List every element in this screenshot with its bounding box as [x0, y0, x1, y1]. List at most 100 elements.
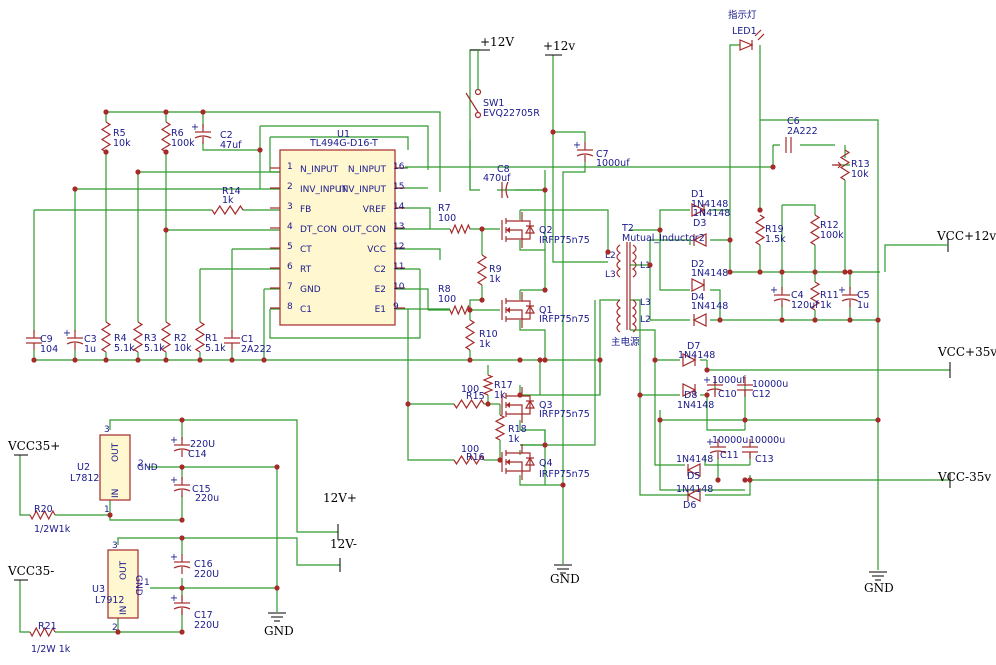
junction-dot — [179, 535, 185, 541]
junction-dot — [163, 109, 169, 115]
junction-dot — [261, 357, 267, 363]
r14-value: 1k — [222, 195, 234, 206]
junction-dot — [597, 357, 603, 363]
junction-dot — [31, 357, 37, 363]
u1-pin-name: N_INPUT — [300, 165, 339, 175]
resistor-r4: R45.1k — [100, 321, 135, 354]
led1: LED1 指示灯 — [728, 9, 765, 51]
c3-ref: C3 — [84, 334, 97, 345]
plus-icon: + — [573, 140, 581, 151]
t2-ref: T2 — [621, 223, 634, 234]
junction-dot — [647, 262, 653, 268]
junction-dot — [812, 317, 818, 323]
u1-pin-num: 5 — [287, 242, 293, 252]
led1-label: 指示灯 — [728, 9, 757, 21]
u1-pin-num: 13 — [393, 222, 404, 232]
u1-pin-name: C1 — [300, 305, 312, 315]
junction-dot — [479, 297, 485, 303]
junction-dot — [179, 517, 185, 523]
junction-dot — [103, 357, 109, 363]
junction-dot — [875, 417, 881, 423]
junction-dot — [779, 269, 785, 275]
junction-dot — [179, 417, 185, 423]
u2-value: L7812 — [70, 473, 99, 484]
u1-pin-num: 10 — [393, 282, 405, 292]
r7-ref: R7 — [438, 203, 451, 214]
wires — [19, 44, 950, 633]
c1-ref: C1 — [241, 334, 254, 345]
junction-dot — [163, 357, 169, 363]
junction-dot — [605, 249, 611, 255]
u1-pin-num: 11 — [393, 262, 404, 272]
c15-ref: C15 — [192, 484, 211, 495]
junction-dot — [542, 287, 548, 293]
regulator-u3: OUT IN GND 3 2 1 U3 L7912 — [92, 541, 150, 633]
d2-ref: D2 — [691, 259, 704, 270]
junction-dot — [542, 442, 548, 448]
d3-ref: D3 — [693, 218, 706, 229]
u1-pin-name: VREF — [363, 205, 386, 215]
q2-value: IRFP75n75 — [539, 235, 590, 246]
junction-dot — [517, 357, 523, 363]
r3-value: 5.1k — [144, 343, 165, 354]
junction-dot — [467, 307, 473, 313]
junction-dot — [179, 629, 185, 635]
c12-value: 10000u — [752, 379, 788, 390]
r5-value: 10k — [113, 138, 131, 149]
pwr-vcc35p-in: VCC35+ — [7, 439, 60, 453]
plus-icon: + — [703, 375, 711, 386]
r14-ref: R14 — [222, 186, 241, 197]
u1-pin-name: FB — [300, 205, 311, 215]
u2-pin1: 1 — [104, 505, 110, 515]
u1-pin-name: C2 — [374, 265, 386, 275]
t2-pin-l1: L1 — [640, 261, 651, 271]
u1-pin-num: 15 — [393, 182, 404, 192]
r8-value: 100 — [438, 294, 456, 305]
c13-value: 10000u — [749, 435, 785, 446]
r16-ref: R16 — [466, 452, 485, 463]
c2-ref: C2 — [220, 130, 233, 141]
junction-dot — [479, 226, 485, 232]
junction-dot — [537, 357, 543, 363]
q1-ref: Q1 — [539, 305, 553, 316]
c15-value: 220u — [195, 493, 219, 504]
u3-pin-gnd: GND — [133, 575, 143, 596]
u2-ref: U2 — [77, 462, 90, 473]
t2-pin-l3b: L3 — [640, 298, 651, 308]
pwr-vccm35: VCC-35v — [937, 470, 991, 484]
junction-dot — [135, 357, 141, 363]
junction-dot — [405, 401, 411, 407]
d5-ref: D5 — [687, 471, 700, 482]
q4-ref: Q4 — [539, 458, 553, 469]
d4-ref: D4 — [691, 292, 704, 303]
r4-ref: R4 — [114, 333, 127, 344]
r20-ref: R20 — [34, 504, 53, 515]
junction-dot — [542, 357, 548, 363]
d4-value: 1N4148 — [691, 301, 728, 312]
u3-pin3: 3 — [112, 541, 118, 551]
c17-value: 220U — [194, 620, 219, 631]
gnd-symbol-3: GND — [264, 612, 294, 638]
capacitors: +C247ufC9104+C31uC12A222+C71000uf+C4120u… — [26, 116, 870, 631]
r10-value: 1k — [479, 339, 491, 350]
d8-value: 1N4148 — [677, 400, 714, 411]
d2-value: 1N4148 — [691, 268, 728, 279]
t2-pin-l3: L3 — [605, 270, 616, 280]
pwr-vcc12: VCC+12v — [936, 229, 996, 243]
c13-ref: C13 — [755, 454, 774, 465]
q3-ref: Q3 — [539, 400, 553, 411]
r7-value: 100 — [438, 213, 456, 224]
